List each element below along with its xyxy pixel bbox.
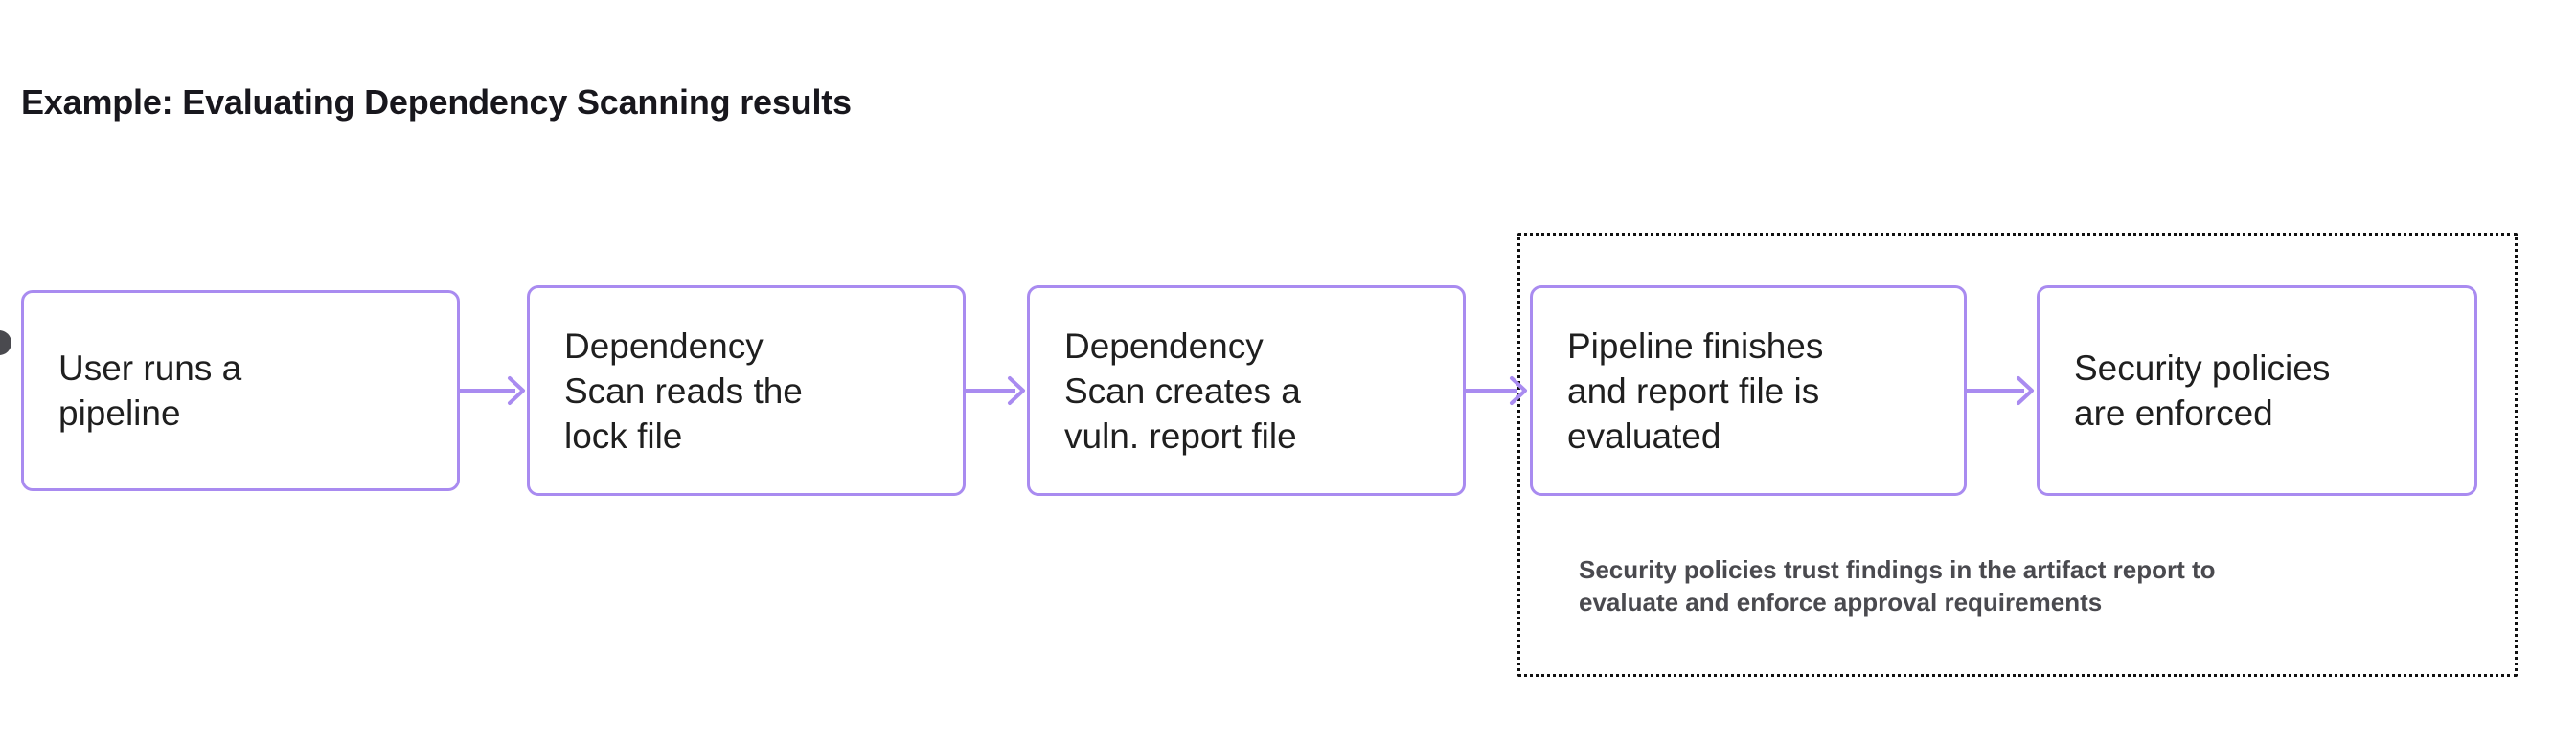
flow-node-security-policies-enforced[interactable]: Security policies are enforced [2037,285,2477,496]
page-title: Example: Evaluating Dependency Scanning … [21,82,852,122]
start-dot-marker [0,330,11,355]
flow-node-user-runs-pipeline[interactable]: User runs a pipeline [21,290,460,491]
arrow-node1-to-node2 [460,371,529,410]
flow-node-label: Security policies are enforced [2074,349,2331,433]
flow-node-pipeline-finishes-evaluated[interactable]: Pipeline finishes and report file is eva… [1530,285,1967,496]
flow-node-label: Dependency Scan reads the lock file [564,326,803,456]
flow-node-dependency-scan-creates-report[interactable]: Dependency Scan creates a vuln. report f… [1027,285,1466,496]
flow-node-label: Pipeline finishes and report file is eva… [1567,326,1824,456]
policy-group-caption: Security policies trust findings in the … [1579,555,2216,617]
policy-group-container [1517,233,2518,677]
flow-node-label: User runs a pipeline [58,349,242,433]
flow-node-dependency-scan-reads-lock-file[interactable]: Dependency Scan reads the lock file [527,285,966,496]
arrow-node3-to-node4 [1466,371,1531,410]
arrow-node2-to-node3 [966,371,1029,410]
flow-node-label: Dependency Scan creates a vuln. report f… [1064,326,1301,456]
arrow-node4-to-node5 [1967,371,2038,410]
